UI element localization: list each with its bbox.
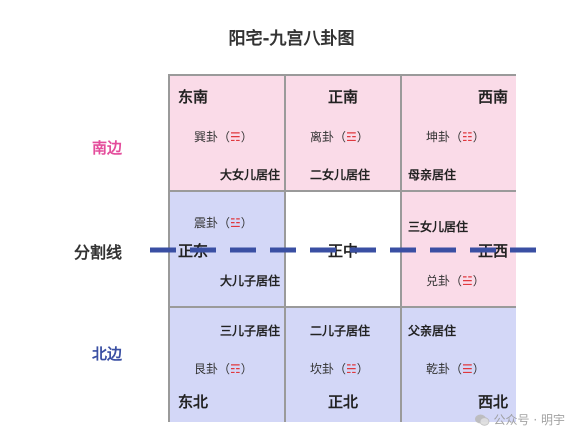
gua-name: 震卦 — [194, 216, 219, 230]
gua-label: 坎卦（☵） — [310, 360, 369, 377]
gua-label: 艮卦（☶） — [194, 360, 253, 377]
resident-label: 母亲居住 — [408, 168, 457, 182]
resident-label: 二女儿居住 — [310, 168, 371, 182]
direction-label: 正中 — [327, 242, 358, 260]
paren-open: （ — [218, 130, 231, 144]
trigram-icon: ☶ — [230, 362, 241, 376]
direction-label: 正东 — [178, 242, 209, 260]
gua-name: 乾卦 — [426, 362, 451, 376]
gua-label: 乾卦（☰） — [426, 360, 485, 377]
resident-label: 大儿子居住 — [219, 274, 280, 288]
trigram-icon: ☴ — [230, 130, 241, 144]
resident-label: 三女儿居住 — [408, 220, 469, 234]
nine-palace-grid: 东南 巽卦（☴） 大女儿居住 正南 离卦（☲） 二女儿居住 西南 坤卦（☷） 母… — [168, 74, 516, 422]
resident-label: 大女儿居住 — [219, 168, 280, 182]
direction-label: 正西 — [477, 242, 508, 260]
trigram-icon: ☰ — [462, 362, 473, 376]
paren-open: （ — [334, 362, 347, 376]
paren-close: ） — [472, 130, 485, 144]
watermark: 公众号 · 明宇 — [474, 411, 565, 428]
trigram-icon: ☱ — [462, 274, 473, 288]
paren-open: （ — [334, 130, 347, 144]
direction-label: 正南 — [327, 88, 358, 106]
resident-label: 二儿子居住 — [310, 324, 371, 338]
cell-north: 二儿子居住 坎卦（☵） 正北 — [286, 308, 400, 422]
paren-open: （ — [218, 216, 231, 230]
paren-open: （ — [450, 130, 463, 144]
paren-close: ） — [240, 130, 253, 144]
paren-close: ） — [240, 362, 253, 376]
paren-close: ） — [472, 274, 485, 288]
resident-label: 父亲居住 — [408, 324, 457, 338]
paren-close: ） — [356, 362, 369, 376]
gua-name: 离卦 — [310, 130, 335, 144]
cell-east: 震卦（☳） 正东 大儿子居住 — [170, 192, 284, 306]
paren-open: （ — [218, 362, 231, 376]
direction-label: 西北 — [477, 393, 508, 411]
paren-open: （ — [450, 274, 463, 288]
cell-northeast: 三儿子居住 艮卦（☶） 东北 — [170, 308, 284, 422]
diagram-title: 阳宅-九宫八卦图 — [228, 29, 355, 49]
trigram-icon: ☵ — [346, 362, 357, 376]
watermark-text: 公众号 · 明宇 — [493, 413, 565, 427]
gua-name: 巽卦 — [194, 130, 219, 144]
paren-close: ） — [472, 362, 485, 376]
cell-west: 三女儿居住 正西 兑卦（☱） — [402, 192, 516, 306]
gua-label: 巽卦（☴） — [194, 128, 253, 145]
north-side-label: 北边 — [92, 345, 123, 363]
paren-close: ） — [356, 130, 369, 144]
direction-label: 东南 — [178, 88, 209, 106]
cell-center: 正中 — [286, 192, 400, 306]
gua-name: 坤卦 — [426, 130, 451, 144]
resident-label: 三儿子居住 — [219, 324, 280, 338]
divider-line-label: 分割线 — [74, 243, 123, 262]
gua-label: 震卦（☳） — [194, 214, 253, 231]
trigram-icon: ☲ — [346, 130, 357, 144]
trigram-icon: ☳ — [230, 216, 241, 230]
gua-label: 离卦（☲） — [310, 128, 369, 145]
gua-name: 兑卦 — [426, 274, 451, 288]
direction-label: 东北 — [178, 393, 209, 411]
gua-label: 坤卦（☷） — [426, 128, 485, 145]
direction-label: 正北 — [327, 393, 358, 411]
paren-open: （ — [450, 362, 463, 376]
paren-close: ） — [240, 216, 253, 230]
trigram-icon: ☷ — [462, 130, 473, 144]
gua-name: 艮卦 — [194, 362, 219, 376]
cell-southeast: 东南 巽卦（☴） 大女儿居住 — [170, 76, 284, 190]
wechat-icon — [474, 414, 489, 426]
gua-name: 坎卦 — [310, 362, 335, 376]
cell-northwest: 父亲居住 乾卦（☰） 西北 — [402, 308, 516, 422]
cell-south: 正南 离卦（☲） 二女儿居住 — [286, 76, 400, 190]
south-side-label: 南边 — [92, 139, 123, 157]
gua-label: 兑卦（☱） — [426, 272, 485, 289]
cell-southwest: 西南 坤卦（☷） 母亲居住 — [402, 76, 516, 190]
direction-label: 西南 — [477, 88, 508, 106]
